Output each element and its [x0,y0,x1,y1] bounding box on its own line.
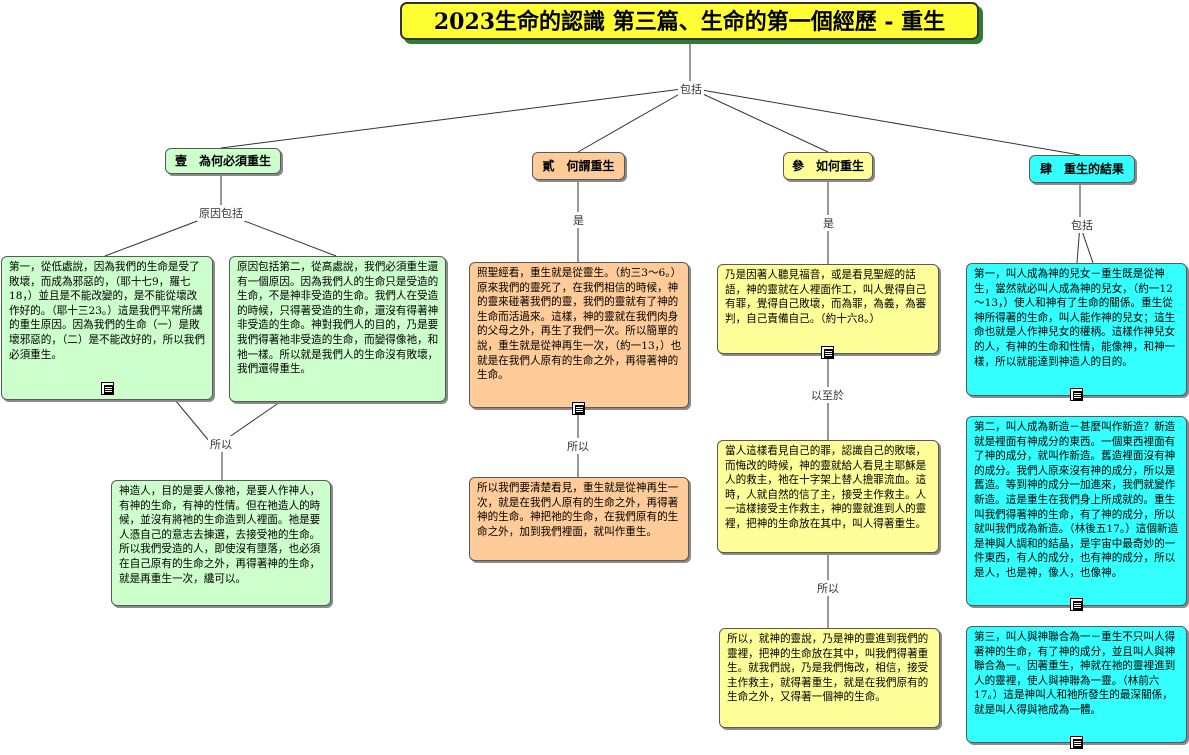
branch-1-link-label: 原因包括 [197,205,245,221]
note-icon[interactable] [1070,388,1083,401]
link-label-root: 包括 [678,81,704,97]
note-icon[interactable] [1070,736,1083,749]
branch-2-node[interactable]: 貳 何謂重生 [532,152,625,180]
branch-2-result[interactable]: 所以我們要清楚看見，重生就是從神再生一次，就是在我們人原有的生命之外，再得著神的… [469,477,689,561]
branch-4-node[interactable]: 肆 重生的結果 [1029,155,1135,183]
branch-2-child-1[interactable]: 照聖經看，重生就是從靈生。（約三3～6。）原來我們的靈死了，在我們相信的時候，神… [469,262,689,408]
branch-3-node[interactable]: 參 如何重生 [783,152,873,180]
branch-2-join-label: 所以 [565,438,591,454]
branch-3-link-label: 是 [821,215,836,231]
branch-1-result[interactable]: 神造人，目的是要人像祂，是要人作神人，有神的生命，有神的性情。但在祂造人的時候，… [111,480,331,606]
branch-4-link-label: 包括 [1069,217,1095,233]
branch-3-child-1[interactable]: 乃是因著人聽見福音，或是看見聖經的話語，神的靈就在人裡面作工，叫人覺得自己有罪，… [717,264,939,354]
branch-4-child-2[interactable]: 第二，叫人成為新造－甚麼叫作新造？新造就是裡面有神成分的東西。一個東西裡面有了神… [966,416,1187,606]
note-icon[interactable] [572,402,585,415]
branch-4-child-1[interactable]: 第一，叫人成為神的兒女－重生既是從神生，當然就必叫人成為神的兒女，（約一12～1… [966,263,1187,396]
branch-1-node[interactable]: 壹 為何必須重生 [165,148,281,174]
branch-3-link2-label: 以至於 [809,387,846,403]
branch-3-result[interactable]: 所以，就神的靈說，乃是神的靈進到我們的靈裡，把神的生命放在其中，叫我們得著重生。… [719,628,940,728]
branch-3-join-label: 所以 [815,580,841,596]
branch-4-child-3[interactable]: 第三，叫人與神聯合為一－重生不只叫人得著神的生命，有了神的成分，並且叫人與神聯合… [966,626,1187,743]
page-title: 2023生命的認識 第三篇、生命的第一個經歷 - 重生 [400,2,979,40]
branch-3-middle[interactable]: 當人這樣看見自己的罪，認識自己的敗壞，而悔改的時候，神的靈就給人看見主耶穌是人的… [717,440,939,553]
branch-1-child-1[interactable]: 第一，從低處說，因為我們的生命是受了敗壞，而成為邪惡的，（耶十七9，羅七18，）… [1,256,213,400]
note-icon[interactable] [821,346,834,359]
branch-2-link-label: 是 [571,212,586,228]
note-icon[interactable] [101,382,114,395]
branch-1-join-label: 所以 [208,436,234,452]
branch-1-child-2[interactable]: 原因包括第二，從高處說，我們必須重生還有一個原因。因為我們人的生命只是受造的生命… [229,256,446,402]
note-icon[interactable] [1070,598,1083,611]
